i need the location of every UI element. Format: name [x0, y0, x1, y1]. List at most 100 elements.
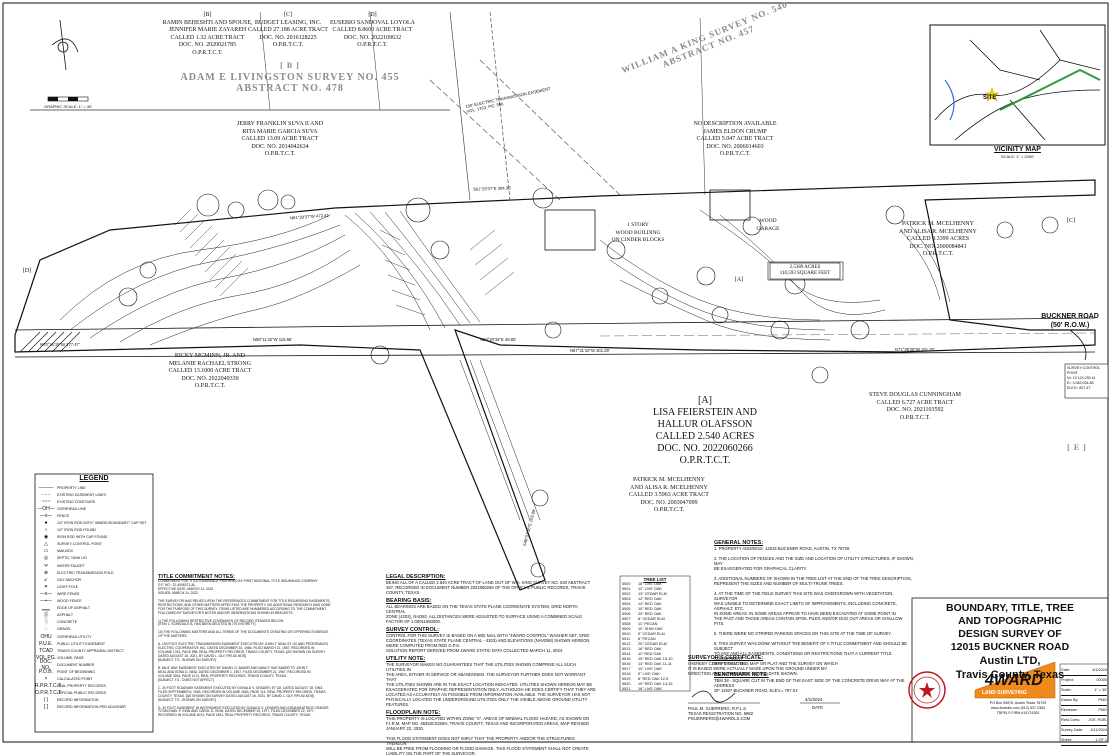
legend-item: VOL.PG.VOLUME, PAGE	[35, 654, 153, 661]
legend-symbol: ×	[44, 676, 48, 683]
legend-label: VOLUME, PAGE	[57, 655, 84, 660]
company-logo: 4WARD	[985, 672, 1043, 689]
legend-label: WOOD FENCE	[57, 599, 82, 604]
tree-list-cell: 20" RED OAK	[638, 612, 662, 616]
legend-item: ×CALCULATED POINT	[35, 676, 153, 683]
legend-item: P.U.E.PUBLIC UTILITY EASEMENT	[35, 640, 153, 647]
legend-item: P.O.B.POINT OF BEGINNING	[35, 668, 153, 675]
utility-body: THE SURVEYOR MAKES NO GUARANTEES THAT TH…	[386, 662, 596, 707]
legend-label: PROPERTY LINE	[57, 485, 86, 490]
control-heading: SURVEY CONTROL:	[386, 627, 439, 633]
tree-list-cell: 14" RED OAK	[638, 602, 662, 606]
tree-list-cell: 5516	[622, 662, 631, 666]
tree-list-cell: 20" CEDAR ELM	[638, 642, 667, 646]
tree-list-cell: 5512	[622, 642, 631, 646]
tree-list-cell: 18" LIVE OAK	[638, 582, 662, 586]
tree-list-row: 5512 20" CEDAR ELM	[622, 642, 688, 647]
tree-list-cell: 8" CEDAR ELM	[638, 617, 665, 621]
legend-symbol: O.P.R.T.C.T.	[35, 690, 63, 697]
title-line-1: BOUNDARY, TITLE, TREE	[946, 602, 1074, 614]
surveyor-signer: PAUL M. GUERRERO, R.P.L.S. TEXAS REGISTR…	[688, 706, 754, 721]
tree-list-cell: 8" PECAN	[638, 637, 656, 641]
legend-symbol: ᴪ	[44, 562, 48, 569]
legend-symbol: ●	[44, 520, 48, 527]
tree-list-cell: 5513	[622, 647, 631, 651]
flood-heading: FLOODPLAIN NOTE:	[386, 710, 441, 716]
legend-label: PUBLIC UTILITY EASEMENT	[57, 641, 106, 646]
legend-item: ▭MAILBOX	[35, 548, 153, 555]
legend-item: ▁▁EDGE OF ASPHALT	[35, 605, 153, 612]
legend-item: ◉ IRON ROD WITH CAP FOUND	[35, 534, 153, 541]
title-block: BOUNDARY, TITLE, TREE AND TOPOGRAPHIC DE…	[912, 602, 1108, 682]
adjoiner-mcminn: RICKY MCMINN, JR. AND MELANIE RACHAEL ST…	[168, 353, 252, 389]
tree-list-cell: 5511	[622, 637, 631, 641]
tree-list-cell: 8" RED OAK 12-5	[638, 677, 669, 681]
legend-item: △SURVEY CONTROL POINT	[35, 541, 153, 548]
legal-body: BEING ALL OF A CALLED 2.540 ACRE TRACT O…	[386, 580, 591, 595]
adjoiner-jerry-suva: JERRY FRANKLIN SUVA II AND RITA MARIE GA…	[236, 121, 323, 157]
tree-list-cell: 5506	[622, 612, 631, 616]
legend-label: POINT OF BEGINNING	[57, 669, 96, 674]
bearing-west: N70°16'15"W 177.47'	[40, 342, 80, 347]
title-meta-row: Survey Date:3/11/2024	[1061, 726, 1107, 736]
legend-label: LIGHT POLE	[57, 584, 79, 589]
adjoiner-d: [D] EUSEBIO SANDOVAL LOYOLA CALLED 8.860…	[330, 12, 415, 48]
title-meta-value: PMG	[1098, 708, 1107, 712]
benchmark-body: TBM 38 - SQUARE CUT IN THE END OF THE EA…	[714, 678, 905, 693]
signature-date: 4/1/2024	[805, 697, 823, 702]
title-meta-value: 1" = 30'	[1094, 688, 1107, 692]
title-line-6: Travis County, Texas	[955, 669, 1065, 681]
tree-list-cell: 5503	[622, 597, 631, 601]
legend-label: ELECTRIC TRANSMISSION POLE	[57, 570, 114, 575]
tree-list-row: 5500 18" LIVE OAK	[622, 582, 688, 587]
title-line-5: Austin LTD,	[979, 655, 1041, 667]
legend-item: —x—FENCE	[35, 512, 153, 519]
subject-tract-label: [A] LISA FEIERSTEIN AND HALLUR OLAFSSON …	[653, 395, 757, 466]
tree-list-cell: 11" PECAN	[638, 622, 658, 626]
tree-list-cell: 5520	[622, 682, 631, 686]
title-meta-row: Scale:1" = 30'	[1061, 686, 1107, 696]
company-address: PO Box 90876, Austin Texas 78709 www.4wa…	[989, 701, 1047, 715]
title-meta-value: JOE, ROB.	[1088, 718, 1107, 722]
road-row: (50' R.O.W.)	[1050, 322, 1090, 329]
legend-label: IRON ROD WITH CAP FOUND	[57, 535, 108, 540]
title-meta-row: Reviewer:PMG	[1061, 706, 1107, 716]
legend-item: ●1/2" IRON ROD WITH "4WARD BOUNDARY" CAP…	[35, 519, 153, 526]
legal-notes-column: LEGAL DESCRIPTION: BEING ALL OF A CALLED…	[386, 574, 596, 756]
tree-list-cell: 5500	[622, 582, 631, 586]
legend-symbol: VOL.PG.	[35, 654, 56, 661]
title-commitment-heading: TITLE COMMITMENT NOTES:	[158, 574, 235, 580]
tree-list-cell: 5521	[622, 687, 631, 691]
legend-symbol: ✶	[43, 583, 49, 590]
legend-item: ~~~EXISTING CONTOURS	[35, 498, 153, 505]
legend-item: ░CONCRETE	[35, 619, 153, 626]
title-line-3: DESIGN SURVEY OF	[958, 628, 1062, 640]
legend-symbol: ———	[38, 484, 54, 491]
legend-label: RECORD INFORMATION PER ADJOINER	[57, 705, 126, 710]
certificate-heading: SURVEYOR'S CERTIFICATE:	[688, 655, 764, 661]
graphic-scale-label: GRAPHIC SCALE: 1" = 30'	[44, 104, 93, 109]
legend-symbol: TCAD	[39, 647, 53, 654]
legend-symbol: ◉	[43, 534, 49, 541]
legend-symbol: - - -	[42, 491, 50, 498]
legend-symbol: [ ]	[43, 704, 49, 711]
tree-list-cell: 12" LIVE OAK	[638, 587, 662, 591]
title-meta-label: Sheet:	[1061, 738, 1072, 742]
title-commitment-body: COMMITMENT FOR TITLE INSURANCE PREPARED …	[158, 579, 331, 718]
tree-list-cell: 5502	[622, 592, 631, 596]
tree-list-cell: 10" RED OAK 14-15	[638, 682, 673, 686]
tree-list-cell: 10" LIVE OAK	[638, 667, 662, 671]
title-meta-value: 4/1/2024	[1092, 668, 1107, 672]
legend-symbol: ▒	[44, 612, 48, 619]
